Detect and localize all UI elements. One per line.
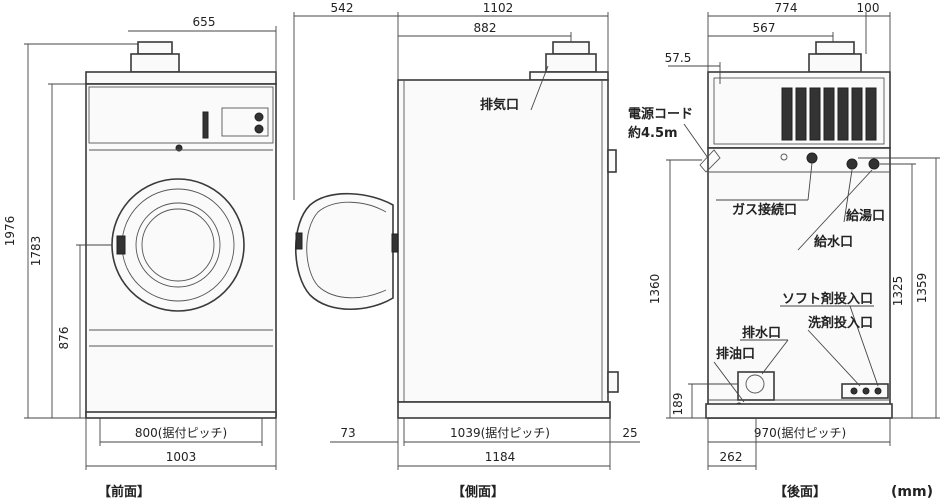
side-dim-pitch: 1039(据付ピッチ) <box>450 426 550 440</box>
back-label-water: 給水口 <box>814 234 853 250</box>
front-dim-1783: 1783 <box>29 236 43 267</box>
back-body <box>707 147 891 419</box>
back-dim-1359: 1359 <box>915 273 929 304</box>
back-drain <box>737 371 775 401</box>
front-control-knob-2 <box>254 124 264 134</box>
back-label-power-cord: 電源コード <box>628 106 693 122</box>
side-door-open <box>295 192 394 311</box>
back-dim-189: 189 <box>671 393 685 416</box>
front-door-outer <box>111 178 245 312</box>
back-connector-small <box>780 153 788 161</box>
back-gas-port <box>806 152 818 164</box>
back-water-port <box>868 158 880 170</box>
back-dim-1325: 1325 <box>891 276 905 307</box>
back-label-drain: 排水口 <box>742 325 781 341</box>
front-view: 655 1976 1783 876 800(据付ピッチ) 1003 【前面】 <box>3 15 277 500</box>
front-top-cap <box>85 71 277 85</box>
front-chimney-cap <box>137 41 173 55</box>
front-base <box>85 411 277 419</box>
front-dim-655: 655 <box>193 15 216 29</box>
front-control-panel <box>88 86 274 144</box>
front-lock-icon <box>175 144 183 152</box>
front-control-knob-1 <box>254 112 264 122</box>
side-body <box>397 79 609 403</box>
side-view: 排気口 542 1102 882 73 1039(据付ピッチ) 25 1184 … <box>293 1 640 500</box>
back-vent-slots <box>781 87 877 141</box>
back-label-gas: ガス接続口 <box>732 202 797 218</box>
front-dim-876: 876 <box>57 327 71 350</box>
back-label-oil-drain: 排油口 <box>716 346 755 362</box>
front-coin-slot <box>202 111 209 139</box>
front-chimney <box>130 53 180 73</box>
side-base <box>397 401 611 419</box>
back-dim-774: 774 <box>775 1 798 15</box>
back-caption: 【後面】 <box>774 484 826 500</box>
front-dim-pitch: 800(据付ピッチ) <box>135 426 227 440</box>
side-dim-542: 542 <box>331 1 354 15</box>
front-door-handle <box>116 235 126 255</box>
unit-label: (mm) <box>891 484 933 500</box>
back-dim-1360: 1360 <box>648 274 662 305</box>
front-control-display <box>221 107 269 137</box>
side-dim-1102: 1102 <box>483 1 514 15</box>
back-dim-262: 262 <box>720 450 743 464</box>
back-label-softener: ソフト剤投入口 <box>782 291 873 307</box>
back-label-power-cord-len: 約4.5m <box>628 125 678 141</box>
side-dim-882: 882 <box>474 21 497 35</box>
back-dim-567: 567 <box>753 21 776 35</box>
side-chimney-cap <box>552 41 590 55</box>
back-dim-pitch: 970(据付ピッチ) <box>754 426 846 440</box>
back-view: 電源コード 約4.5m ガス接続口 給湯口 給水口 ソフト剤投入口 洗剤投入口 … <box>628 1 940 500</box>
front-door-glass <box>135 202 221 288</box>
back-chimney-cap <box>815 41 855 55</box>
side-exhaust-label: 排気口 <box>480 97 519 113</box>
back-dim-57-5: 57.5 <box>665 51 692 65</box>
side-caption: 【側面】 <box>452 484 504 500</box>
front-dim-1003: 1003 <box>166 450 197 464</box>
back-power-cord <box>699 149 721 173</box>
back-label-hot-water: 給湯口 <box>846 208 885 224</box>
back-dim-100: 100 <box>857 1 880 15</box>
side-chimney <box>545 53 597 73</box>
front-dim-1976: 1976 <box>3 216 17 247</box>
back-label-detergent: 洗剤投入口 <box>808 315 873 331</box>
side-dim-73: 73 <box>340 426 355 440</box>
back-chimney <box>808 53 862 73</box>
back-hot-water-port <box>846 158 858 170</box>
front-caption: 【前面】 <box>98 484 150 500</box>
side-dim-1184: 1184 <box>485 450 516 464</box>
side-dim-25: 25 <box>622 426 637 440</box>
